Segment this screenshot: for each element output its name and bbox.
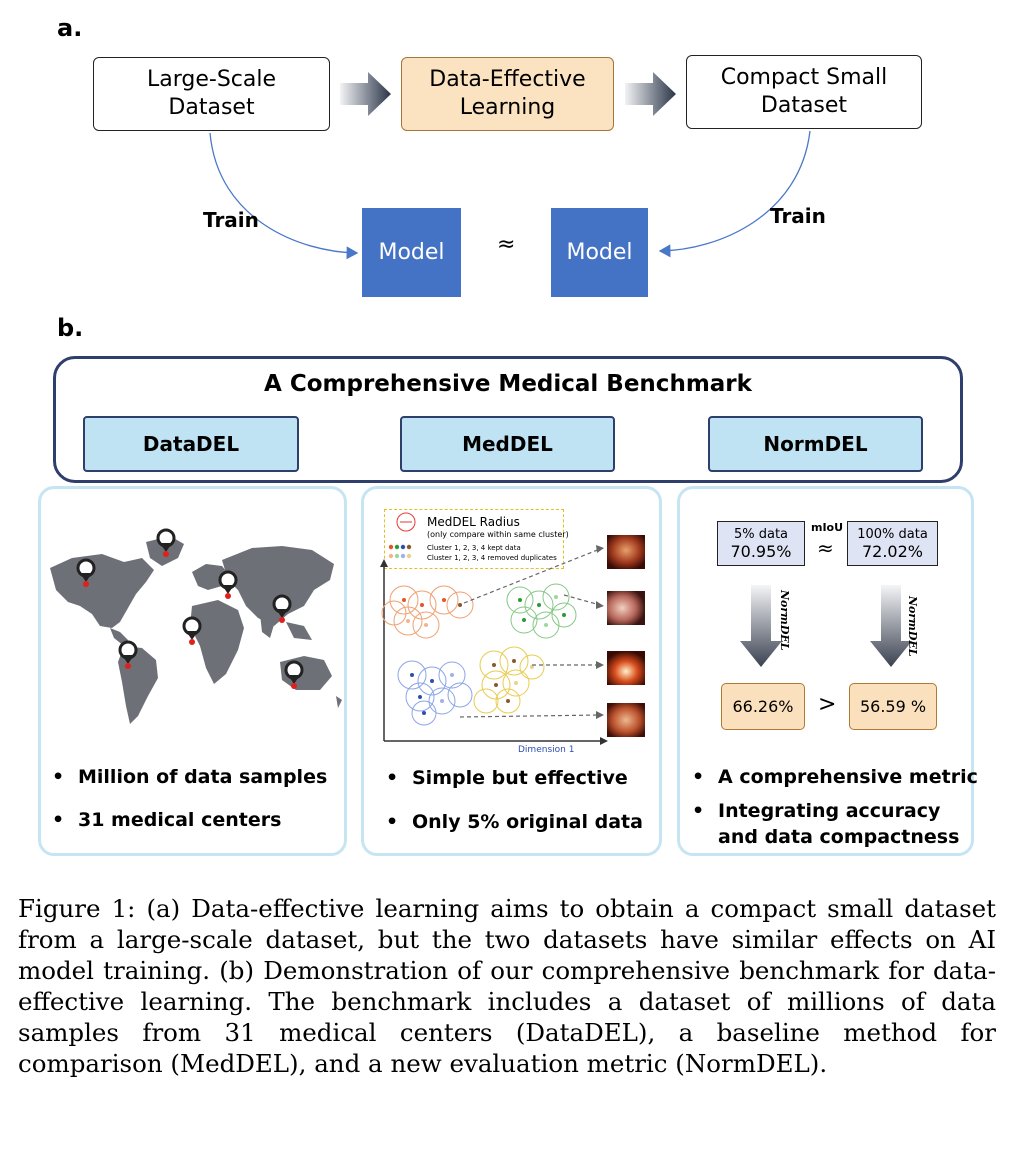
train-label-right: Train — [770, 204, 826, 228]
greater-than-symbol: > — [818, 692, 837, 717]
flow-arrow-2 — [625, 72, 676, 116]
meddel-bullet-2: •Only 5% original data — [386, 811, 643, 833]
model-box-right: Model — [551, 208, 648, 297]
data-effective-learning-box: Data-Effective Learning — [401, 57, 614, 131]
legend-subtitle: (only compare within same cluster) — [427, 530, 569, 539]
meddel-bullet-1: •Simple but effective — [386, 767, 628, 789]
legend-kept: Cluster 1, 2, 3, 4 kept data — [427, 544, 521, 552]
endoscopy-thumbnail-1 — [607, 535, 645, 569]
train-curve-right — [658, 130, 811, 258]
full-data-label: 100% data — [857, 527, 928, 542]
benchmark-frame — [53, 356, 963, 483]
world-map — [50, 528, 342, 724]
location-pins — [76, 528, 304, 689]
component-meddel: MedDEL — [400, 416, 615, 472]
flow-arrow-1 — [340, 72, 391, 116]
meddel-scatter — [380, 512, 645, 745]
component-normdel: NormDEL — [708, 416, 923, 472]
five-percent-data-box: 5% data 70.95% — [717, 521, 805, 566]
normdel-arrow-text-right: NormDEL — [906, 596, 919, 657]
model-box-left: Model — [362, 208, 461, 297]
full-data-value: 72.02% — [861, 542, 923, 561]
train-curve-left — [209, 132, 359, 260]
result-full-data: 56.59 % — [849, 683, 937, 730]
train-label-left: Train — [203, 208, 259, 232]
panel-b-label: b. — [57, 314, 84, 342]
figure-caption: Figure 1: (a) Data-effective learning ai… — [18, 894, 996, 1078]
compact-small-dataset-box: Compact Small Dataset — [686, 55, 922, 129]
legend-removed: Cluster 1, 2, 3, 4 removed duplicates — [427, 554, 557, 562]
normdel-arrow-left — [740, 585, 782, 667]
approx-symbol-b: ≈ — [817, 536, 834, 560]
legend-title: MedDEL Radius — [427, 515, 520, 529]
component-datadel: DataDEL — [83, 416, 299, 472]
normdel-bullet-1: •A comprehensive metric — [692, 766, 978, 788]
axis-label-dimension-1: Dimension 1 — [518, 745, 575, 755]
result-five-percent: 66.26% — [721, 683, 805, 730]
endoscopy-thumbnail-3 — [607, 651, 645, 685]
full-data-box: 100% data 72.02% — [847, 521, 938, 566]
meddel-legend — [384, 509, 564, 569]
normdel-arrow-text-left: NormDEL — [778, 590, 791, 651]
datadel-bullet-2: •31 medical centers — [52, 809, 282, 831]
normdel-arrows — [740, 585, 912, 667]
endoscopy-thumbnail-4 — [607, 703, 645, 737]
five-percent-label: 5% data — [733, 527, 789, 542]
approx-symbol: ≈ — [497, 232, 516, 257]
benchmark-title: A Comprehensive Medical Benchmark — [264, 371, 752, 397]
miou-label: mIoU — [811, 521, 844, 534]
panel-a-label: a. — [57, 14, 83, 42]
large-scale-dataset-box: Large-Scale Dataset — [93, 57, 330, 131]
endoscopy-thumbnail-2 — [607, 591, 645, 625]
normdel-bullet-2: •Integrating accuracy and data compactne… — [692, 800, 960, 848]
panel-a-connectors — [209, 72, 811, 260]
datadel-bullet-1: •Million of data samples — [52, 766, 328, 788]
five-percent-value: 70.95% — [730, 542, 792, 561]
normdel-arrow-right — [870, 585, 912, 667]
legend-dots — [388, 544, 412, 559]
